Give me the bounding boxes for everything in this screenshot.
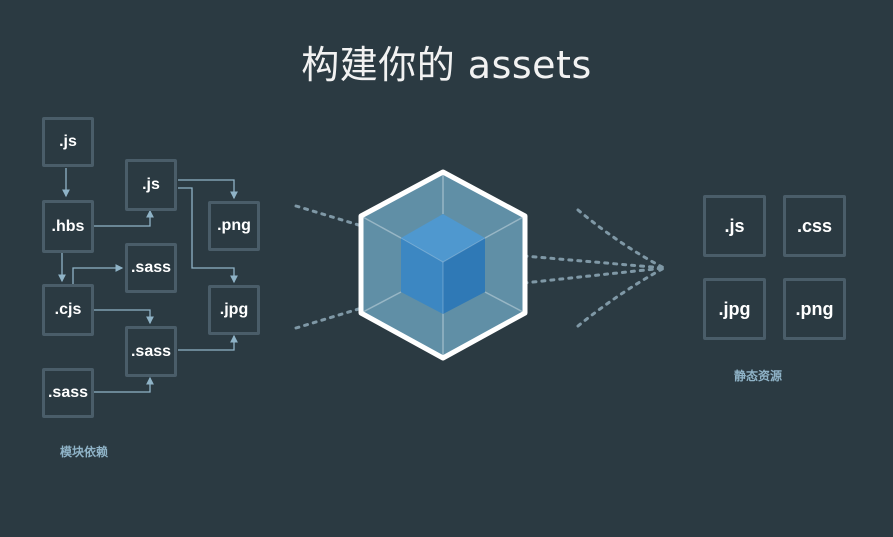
module-node-label: .sass [130,342,172,360]
module-node-label: .js [59,133,77,150]
arrow-js2-to-jpg [178,187,238,284]
asset-node-css: .css [783,195,846,257]
module-node-label: .cjs [54,301,82,318]
output-beams [522,208,666,328]
module-node-label: .hbs [51,217,85,235]
asset-node-js: .js [703,195,766,257]
webpack-cube-icon [358,169,528,361]
arrow-js2-to-png [178,179,238,200]
dependency-arrows [58,168,238,393]
module-node-label: .js [142,176,160,193]
module-node-label: .sass [130,259,172,276]
module-node-label: .png [217,217,251,234]
module-node-js-right: .js [125,159,177,211]
module-node-js: .js [42,117,94,167]
arrow-cjs-to-sass1 [72,264,124,284]
page-title: 构建你的 assets [301,43,592,87]
module-node-png: .png [208,201,260,251]
asset-node-label: .jpg [718,298,751,319]
assets-caption: 静态资源 [734,369,783,383]
module-node-label: .sass [47,384,89,401]
arrow-sass3-to-sass2 [94,376,154,393]
modules-caption: 模块依赖 [60,445,109,459]
asset-node-label: .js [724,215,745,236]
module-node-cjs: .cjs [42,284,94,336]
module-node-sass-middle: .sass [125,326,177,377]
asset-node-label: .png [795,298,834,319]
asset-node-label: .css [796,215,833,236]
module-node-sass-bottom: .sass [42,368,94,418]
arrow-cjs-to-sass2 [94,309,154,325]
asset-node-jpg: .jpg [703,278,766,340]
arrow-sass2-to-jpg [178,334,238,351]
input-beams [294,204,364,330]
asset-node-png: .png [783,278,846,340]
module-node-hbs: .hbs [42,200,94,253]
module-node-label: .jpg [219,301,249,318]
module-node-jpg: .jpg [208,285,260,335]
module-node-sass-top: .sass [125,243,177,293]
arrow-hbs-to-js2 [94,209,154,227]
